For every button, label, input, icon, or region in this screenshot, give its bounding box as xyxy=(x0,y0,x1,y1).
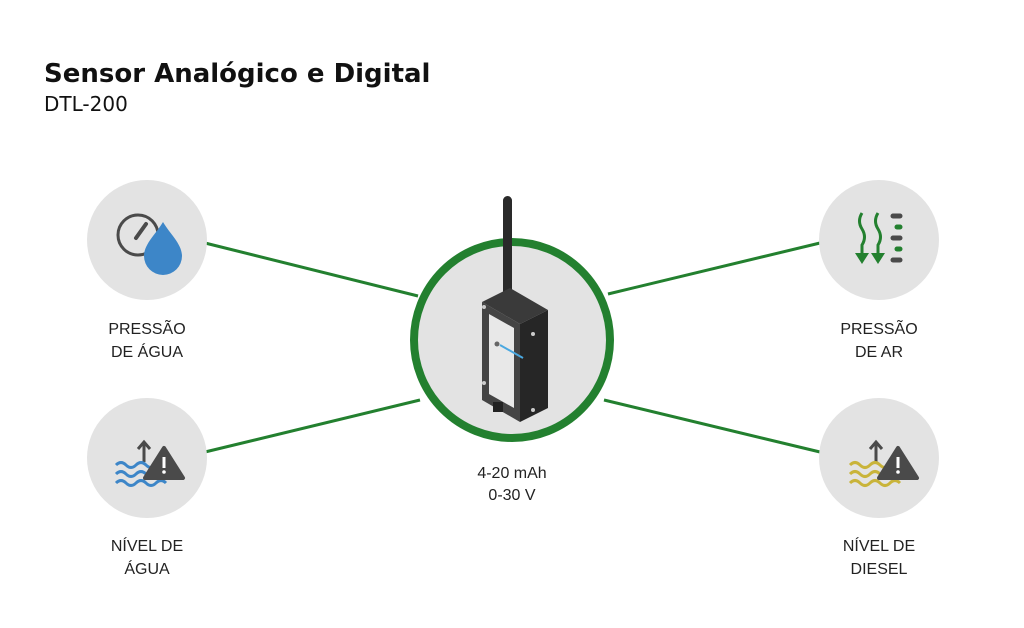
gauge-water-drop-icon xyxy=(116,213,182,275)
connectors xyxy=(204,241,821,454)
diesel-level-warning-icon xyxy=(848,439,919,487)
node-circle-water-level xyxy=(87,398,207,518)
air-pressure-icon xyxy=(855,212,903,264)
node-label: NÍVEL DE xyxy=(843,536,915,555)
wireless-sensor-device-icon xyxy=(482,196,548,422)
node-label: ÁGUA xyxy=(124,559,170,578)
connector-line xyxy=(204,241,419,298)
page-subtitle: DTL-200 xyxy=(44,92,128,116)
connector-line xyxy=(204,398,421,454)
node-circle-water-pressure xyxy=(87,180,207,300)
node-label: DE ÁGUA xyxy=(111,342,183,361)
center-spec-current: 4-20 mAh xyxy=(477,465,546,482)
node-label: DE AR xyxy=(855,344,903,361)
node-label: NÍVEL DE xyxy=(111,536,183,555)
node-label: PRESSÃO xyxy=(840,318,917,338)
node-label: PRESSÃO xyxy=(108,318,185,338)
connector-line xyxy=(607,241,821,296)
water-level-warning-icon xyxy=(114,439,185,487)
center-spec-voltage: 0-30 V xyxy=(488,487,535,504)
page-title: Sensor Analógico e Digital xyxy=(44,59,430,89)
connector-line xyxy=(603,398,821,454)
node-circle-diesel-level xyxy=(819,398,939,518)
node-label: DIESEL xyxy=(851,561,908,578)
